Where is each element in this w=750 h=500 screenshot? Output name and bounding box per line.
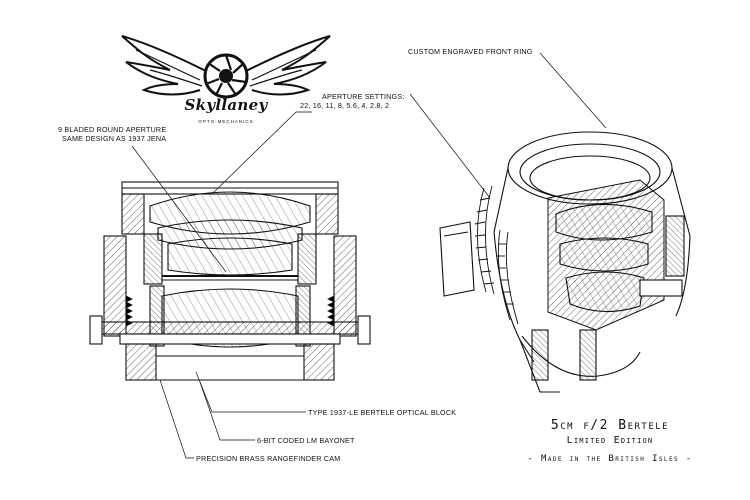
lens-cross-section [89,181,371,381]
callout-aperture-blades: 9 BLADED ROUND APERTURE SAME DESIGN AS 1… [58,125,166,143]
brand-subtitle: OPTO-MECHANICS [198,119,254,124]
callout-aperture-settings-title: APERTURE SETTINGS: [322,92,405,101]
callout-front-ring: CUSTOM ENGRAVED FRONT RING [408,47,533,56]
callout-aperture-settings-values: 22, 16, 11, 8, 5.6, 4, 2.8, 2 [300,101,390,110]
title-line-1: 5cm f/2 Bertele [550,418,670,433]
title-line-3: - Made in the British Isles - [527,454,693,464]
title-line-2: Limited Edition [566,435,654,446]
callout-aperture-settings: APERTURE SETTINGS: 22, 16, 11, 8, 5.6, 4… [300,92,405,110]
brand-name: Skyllaney [184,96,268,114]
lens-cutaway-view [439,131,691,393]
callout-optical-block: TYPE 1937-LE BERTELE OPTICAL BLOCK [308,408,457,417]
title-block: 5cm f/2 Bertele Limited Edition - Made i… [510,418,710,464]
callout-aperture-blades-line1: 9 BLADED ROUND APERTURE [58,125,167,134]
callout-rangefinder-cam: PRECISION BRASS RANGEFINDER CAM [196,454,341,463]
winged-shutter-logo-icon [121,35,331,99]
callout-aperture-blades-line2: SAME DESIGN AS 1937 JENA [62,134,167,143]
callout-bayonet: 6-BIT CODED LM BAYONET [257,436,355,445]
leader-lines [131,52,607,459]
